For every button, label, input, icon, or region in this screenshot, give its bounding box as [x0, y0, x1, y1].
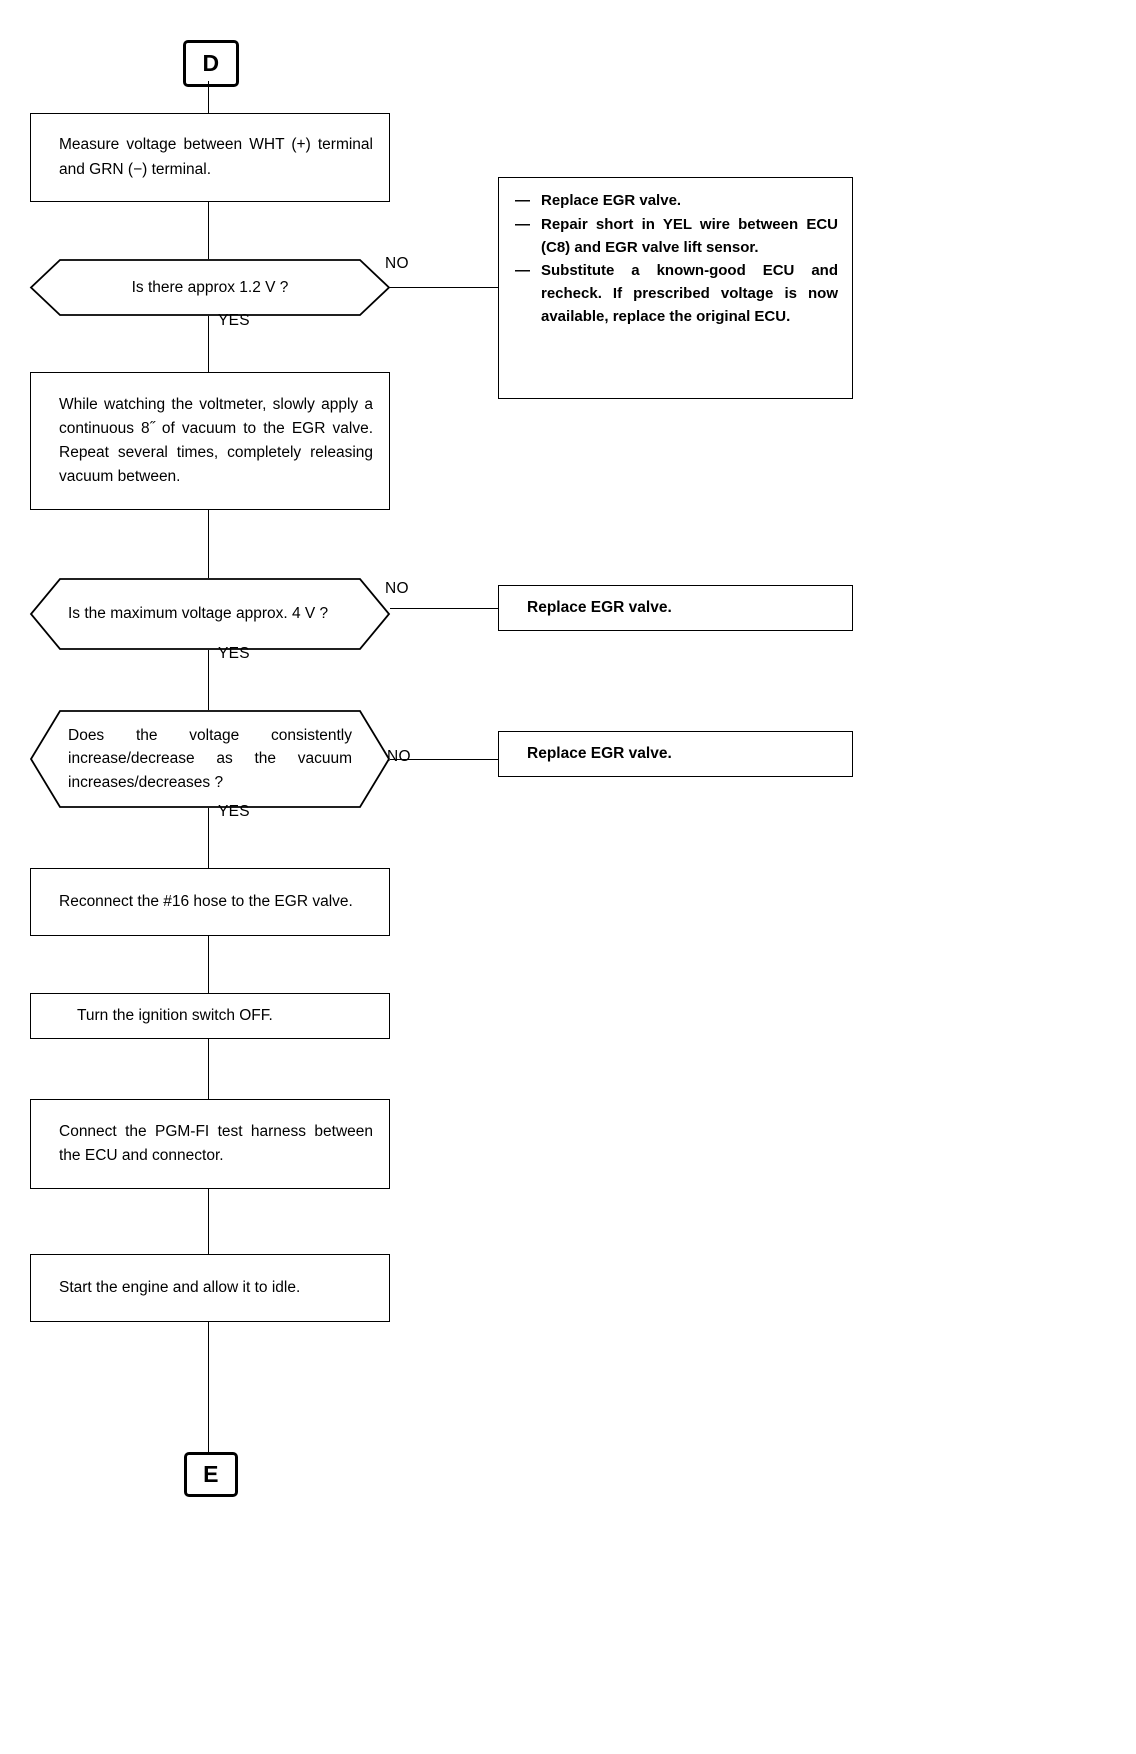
- step-reconnect-hose-text: Reconnect the #16 hose to the EGR valve.: [59, 892, 353, 910]
- decision-check-consistent: Does the voltage consistently increase/d…: [29, 710, 391, 808]
- decision-check-max-4v-text: Is the maximum voltage approx. 4 V ?: [68, 605, 329, 623]
- connector-check2-no: [390, 608, 500, 609]
- step-connect-harness: Connect the PGM-FI test harness between …: [30, 1099, 390, 1189]
- edge-label-yes-1: YES: [218, 312, 250, 329]
- connector-start-to-e: [208, 1322, 209, 1452]
- connector-measure-to-check1: [208, 202, 209, 259]
- action-replace-valve-2: Replace EGR valve.: [498, 731, 853, 777]
- edge-label-yes-3: YES: [218, 803, 250, 820]
- step-connect-harness-text: Connect the PGM-FI test harness between …: [59, 1122, 373, 1164]
- decision-check-max-4v: Is the maximum voltage approx. 4 V ?: [29, 578, 391, 650]
- action-replace-valve-1: Replace EGR valve.: [498, 585, 853, 631]
- action-repair-item: — Replace EGR valve.: [513, 190, 838, 213]
- edge-label-no-2: NO: [385, 580, 409, 597]
- connector-ignition-to-harness: [208, 1039, 209, 1099]
- terminator-entry-label: D: [202, 50, 220, 76]
- connector-check1-yes: [208, 316, 209, 372]
- step-ignition-off: Turn the ignition switch OFF.: [30, 993, 390, 1039]
- decision-check-consistent-text-wrap: Does the voltage consistently increase/d…: [68, 710, 352, 808]
- step-apply-vacuum: While watching the voltmeter, slowly app…: [30, 372, 390, 510]
- decision-check-max-4v-text-wrap: Is the maximum voltage approx. 4 V ?: [68, 578, 352, 650]
- terminator-entry-d: D: [183, 40, 239, 87]
- action-repair-list: — Replace EGR valve. — Repair short in Y…: [498, 177, 853, 399]
- bullet-dash-icon: —: [515, 262, 530, 280]
- action-replace-valve-1-text: Replace EGR valve.: [527, 598, 672, 616]
- action-repair-item: — Repair short in YEL wire between ECU (…: [513, 214, 838, 260]
- action-repair-item-text: Repair short in YEL wire between ECU (C8…: [541, 215, 838, 256]
- decision-check-1-2v-text: Is there approx 1.2 V ?: [131, 278, 289, 296]
- bullet-dash-icon: —: [515, 192, 530, 209]
- connector-check3-yes: [208, 808, 209, 868]
- connector-check3-no: [390, 759, 500, 760]
- step-start-engine: Start the engine and allow it to idle.: [30, 1254, 390, 1322]
- action-repair-item-text: Substitute a known-good ECU and recheck.…: [541, 262, 838, 325]
- edge-label-yes-2: YES: [218, 645, 250, 662]
- connector-hose-to-ignition: [208, 936, 209, 993]
- action-repair-item: — Substitute a known-good ECU and rechec…: [513, 260, 838, 328]
- step-apply-vacuum-text: While watching the voltmeter, slowly app…: [59, 395, 373, 486]
- connector-vacuum-to-check2: [208, 510, 209, 578]
- terminator-exit-e: E: [184, 1452, 238, 1497]
- action-repair-item-text: Replace EGR valve.: [541, 192, 682, 209]
- decision-check-consistent-shape: [29, 710, 391, 808]
- step-start-engine-text: Start the engine and allow it to idle.: [59, 1278, 301, 1296]
- decision-check-1-2v: Is there approx 1.2 V ?: [29, 259, 391, 316]
- decision-check-1-2v-text-wrap: Is there approx 1.2 V ?: [68, 259, 352, 316]
- step-measure-voltage: Measure voltage between WHT (+) terminal…: [30, 113, 390, 202]
- decision-check-max-4v-shape: [29, 578, 391, 650]
- action-repair-list-items: — Replace EGR valve. — Repair short in Y…: [513, 190, 838, 329]
- bullet-dash-icon: —: [515, 215, 530, 233]
- connector-d-to-measure: [208, 81, 209, 113]
- action-replace-valve-2-text: Replace EGR valve.: [527, 744, 672, 762]
- edge-label-no-1: NO: [385, 255, 409, 272]
- connector-check2-yes: [208, 650, 209, 710]
- edge-label-no-3: NO: [387, 748, 411, 765]
- step-ignition-off-text: Turn the ignition switch OFF.: [77, 1006, 273, 1024]
- connector-check1-no: [390, 287, 500, 288]
- connector-harness-to-start: [208, 1189, 209, 1254]
- step-measure-voltage-text: Measure voltage between WHT (+) terminal…: [59, 136, 373, 178]
- step-reconnect-hose: Reconnect the #16 hose to the EGR valve.: [30, 868, 390, 936]
- decision-check-consistent-text: Does the voltage consistently increase/d…: [68, 727, 352, 791]
- decision-check-1-2v-shape: [29, 259, 391, 316]
- terminator-exit-label: E: [203, 1461, 219, 1487]
